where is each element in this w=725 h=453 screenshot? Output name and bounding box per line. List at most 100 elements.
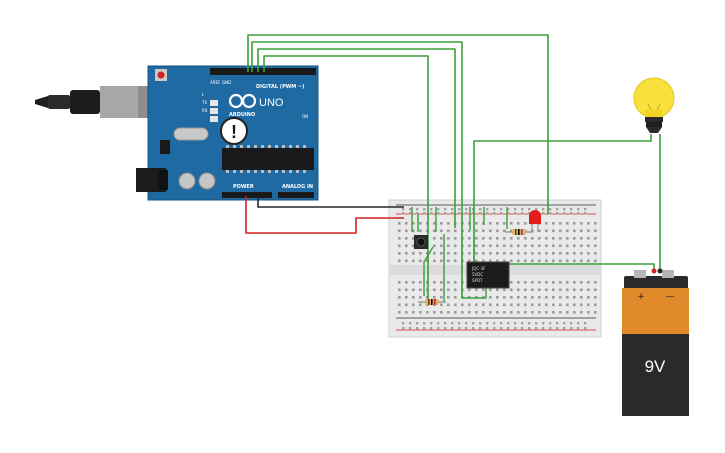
breadboard-hole (503, 303, 506, 307)
breadboard-hole (573, 244, 576, 248)
breadboard-hole (416, 322, 419, 325)
breadboard-hole (559, 281, 562, 284)
breadboard-hole (517, 252, 520, 255)
breadboard-hole (454, 229, 457, 233)
breadboard-hole (496, 296, 499, 299)
breadboard-hole (482, 244, 485, 248)
breadboard-hole (517, 281, 520, 284)
breadboard-hole (573, 303, 576, 307)
breadboard-hole (447, 311, 450, 314)
breadboard-hole (552, 244, 555, 248)
breadboard-hole (419, 259, 422, 263)
microcontroller-chip (222, 148, 314, 170)
breadboard-hole (440, 237, 443, 240)
breadboard-hole (510, 244, 513, 248)
warning-icon[interactable]: ! (220, 117, 248, 145)
breadboard-hole (580, 281, 583, 284)
breadboard-hole (454, 296, 457, 299)
capacitor (178, 172, 196, 190)
breadboard-hole (468, 311, 471, 314)
on-label: ON (302, 114, 308, 119)
breadboard-hole (496, 259, 499, 263)
breadboard-hole (528, 327, 531, 330)
wire-relay2 (257, 48, 456, 228)
breadboard-hole (531, 252, 534, 255)
breadboard-hole (416, 212, 419, 215)
breadboard-hole (398, 252, 401, 255)
breadboard-hole (412, 222, 415, 225)
breadboard-hole (587, 311, 590, 314)
breadboard-hole (594, 303, 597, 307)
breadboard-hole (440, 296, 443, 299)
breadboard-hole (447, 296, 450, 299)
breadboard-hole (468, 288, 471, 292)
breadboard-hole (559, 244, 562, 248)
breadboard-hole (503, 259, 506, 263)
breadboard-hole (437, 208, 440, 211)
breadboard-hole (510, 311, 513, 314)
breadboard-hole (419, 288, 422, 292)
breadboard-hole (531, 296, 534, 299)
breadboard-hole (402, 327, 405, 330)
breadboard-hole (405, 303, 408, 307)
breadboard-hole (559, 229, 562, 233)
breadboard-hole (510, 252, 513, 255)
breadboard-hole (489, 303, 492, 307)
breadboard-hole (566, 259, 569, 263)
breadboard-hole (479, 212, 482, 215)
breadboard-hole (524, 222, 527, 225)
breadboard-hole (496, 303, 499, 307)
breadboard-hole (500, 322, 503, 325)
push-button-icon[interactable] (414, 235, 428, 249)
breadboard-hole (416, 327, 419, 330)
breadboard-hole (580, 259, 583, 263)
breadboard-hole (433, 281, 436, 284)
breadboard-hole (447, 281, 450, 284)
breadboard-hole (433, 296, 436, 299)
breadboard-hole (433, 244, 436, 248)
breadboard-hole (559, 288, 562, 292)
breadboard-hole (482, 311, 485, 314)
analog-label: ANALOG IN (282, 184, 313, 190)
breadboard-hole (566, 244, 569, 248)
breadboard-hole (594, 259, 597, 263)
breadboard-hole (475, 237, 478, 240)
breadboard-hole (412, 303, 415, 307)
breadboard-hole (524, 252, 527, 255)
breadboard-hole (398, 259, 401, 263)
breadboard-hole (433, 229, 436, 233)
breadboard-hole (503, 222, 506, 225)
breadboard-hole (496, 237, 499, 240)
breadboard-hole (545, 252, 548, 255)
breadboard-hole (503, 296, 506, 299)
breadboard-hole (402, 208, 405, 211)
led-red (529, 210, 541, 232)
breadboard-hole (587, 259, 590, 263)
breadboard-hole (552, 252, 555, 255)
power-header (222, 192, 272, 198)
breadboard-hole (559, 311, 562, 314)
breadboard-hole (517, 237, 520, 240)
breadboard-hole (524, 288, 527, 292)
breadboard-hole (528, 322, 531, 325)
breadboard-hole (444, 212, 447, 215)
breadboard-hole (594, 229, 597, 233)
breadboard-hole (398, 229, 401, 233)
breadboard-hole (412, 237, 415, 240)
breadboard-hole (454, 288, 457, 292)
breadboard-hole (433, 311, 436, 314)
breadboard-hole (535, 208, 538, 211)
breadboard-hole (398, 237, 401, 240)
breadboard-hole (570, 327, 573, 330)
breadboard-hole (465, 327, 468, 330)
breadboard-hole (531, 311, 534, 314)
breadboard-hole (521, 212, 524, 215)
breadboard-hole (542, 322, 545, 325)
breadboard-hole (454, 259, 457, 263)
breadboard-hole (405, 237, 408, 240)
breadboard-hole (594, 237, 597, 240)
breadboard-hole (552, 311, 555, 314)
breadboard-hole (489, 229, 492, 233)
breadboard-hole (412, 288, 415, 292)
breadboard-hole (489, 288, 492, 292)
